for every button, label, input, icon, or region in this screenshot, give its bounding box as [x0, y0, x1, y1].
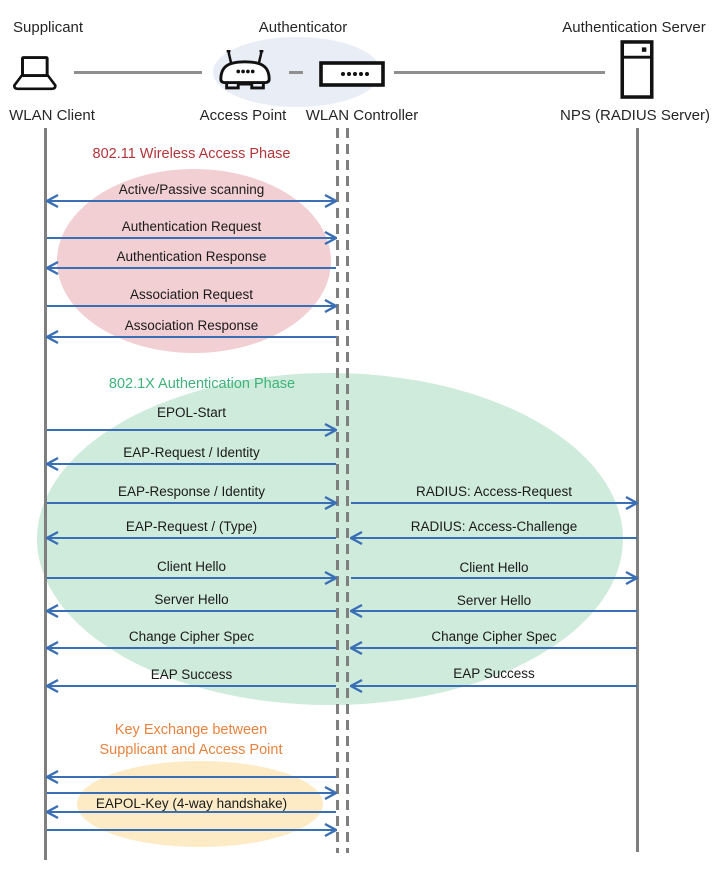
message-arrow-left	[46, 769, 337, 785]
message-label: EAP Success	[150, 667, 233, 682]
message-label: EAP-Request / Identity	[123, 445, 260, 460]
message-arrow-right	[46, 822, 337, 838]
role-label-authenticator: Authenticator	[258, 19, 348, 36]
phase-title-key-exchange: Key Exchange between Supplicant and Acce…	[46, 721, 336, 760]
lifeline-authenticator-dashed-2	[346, 128, 349, 853]
message-label: RADIUS: Access-Challenge	[410, 519, 578, 534]
laptop-icon	[12, 56, 57, 91]
message-arrow-right	[46, 422, 337, 438]
message-arrow-left	[350, 640, 638, 656]
message-label: EAP-Response / Identity	[117, 484, 266, 499]
server-icon	[620, 40, 654, 99]
message-arrow-left	[46, 804, 337, 820]
message-label: Client Hello	[156, 559, 227, 574]
phase-title-8021x-auth: 802.1X Authentication Phase	[108, 376, 296, 392]
message-arrow-left	[46, 329, 337, 345]
device-label-access-point: Access Point	[199, 107, 287, 124]
message-arrow-right	[350, 495, 638, 511]
message-arrow-left	[46, 603, 337, 619]
role-label-supplicant: Supplicant	[13, 19, 84, 36]
lifeline-wlan-client	[44, 128, 47, 860]
message-arrow-left	[46, 456, 337, 472]
message-arrow-left	[350, 678, 638, 694]
message-label: RADIUS: Access-Request	[415, 484, 573, 499]
message-arrow-right	[350, 570, 638, 586]
message-label: EAP Success	[453, 666, 535, 681]
lifeline-radius-server	[636, 128, 639, 852]
message-label: Association Response	[124, 318, 259, 333]
message-arrow-right	[46, 785, 337, 801]
message-label: EPOL-Start	[156, 405, 227, 420]
message-arrow-right	[46, 230, 337, 246]
lifeline-authenticator-dashed-1	[336, 128, 339, 853]
device-label-nps-radius-server: NPS (RADIUS Server)	[559, 107, 711, 124]
message-label: Change Cipher Spec	[431, 629, 557, 644]
message-label: Client Hello	[459, 560, 529, 575]
phase-ellipse-wireless-access	[57, 169, 331, 353]
message-label: Server Hello	[456, 593, 532, 608]
phase-title-wireless-access: 802.11 Wireless Access Phase	[92, 146, 291, 162]
phase-title-key-exchange-line1: Key Exchange between	[114, 722, 268, 738]
connector-line-ap-controller	[289, 71, 303, 74]
message-label: EAPOL-Key (4-way handshake)	[95, 796, 288, 811]
message-label: EAP-Request / (Type)	[125, 519, 258, 534]
message-arrow-right	[46, 298, 337, 314]
connector-line-client-ap	[74, 71, 202, 74]
message-arrow-right	[46, 570, 337, 586]
device-label-wlan-client: WLAN Client	[9, 107, 95, 124]
message-arrow-left	[350, 603, 638, 619]
phase-ellipse-key-exchange	[77, 761, 323, 847]
access-point-icon	[219, 50, 271, 90]
message-arrow-left	[46, 530, 337, 546]
message-label: Change Cipher Spec	[128, 629, 255, 644]
device-label-wlan-controller: WLAN Controller	[305, 107, 419, 124]
message-label: Active/Passive scanning	[118, 182, 265, 197]
connector-line-controller-server	[394, 71, 605, 74]
wlan-controller-icon	[319, 61, 385, 87]
role-label-authentication-server: Authentication Server	[562, 19, 706, 36]
message-label: Authentication Request	[121, 219, 262, 234]
message-arrow-left	[350, 530, 638, 546]
message-arrow-left	[46, 678, 337, 694]
message-arrow-both	[46, 193, 337, 209]
message-label: Association Request	[129, 287, 254, 302]
message-arrow-left	[46, 260, 337, 276]
phase-title-key-exchange-line2: Supplicant and Access Point	[99, 741, 283, 758]
message-label: Authentication Response	[116, 249, 267, 264]
message-label: Server Hello	[154, 592, 229, 607]
message-arrow-left	[46, 640, 337, 656]
message-arrow-right	[46, 495, 337, 511]
